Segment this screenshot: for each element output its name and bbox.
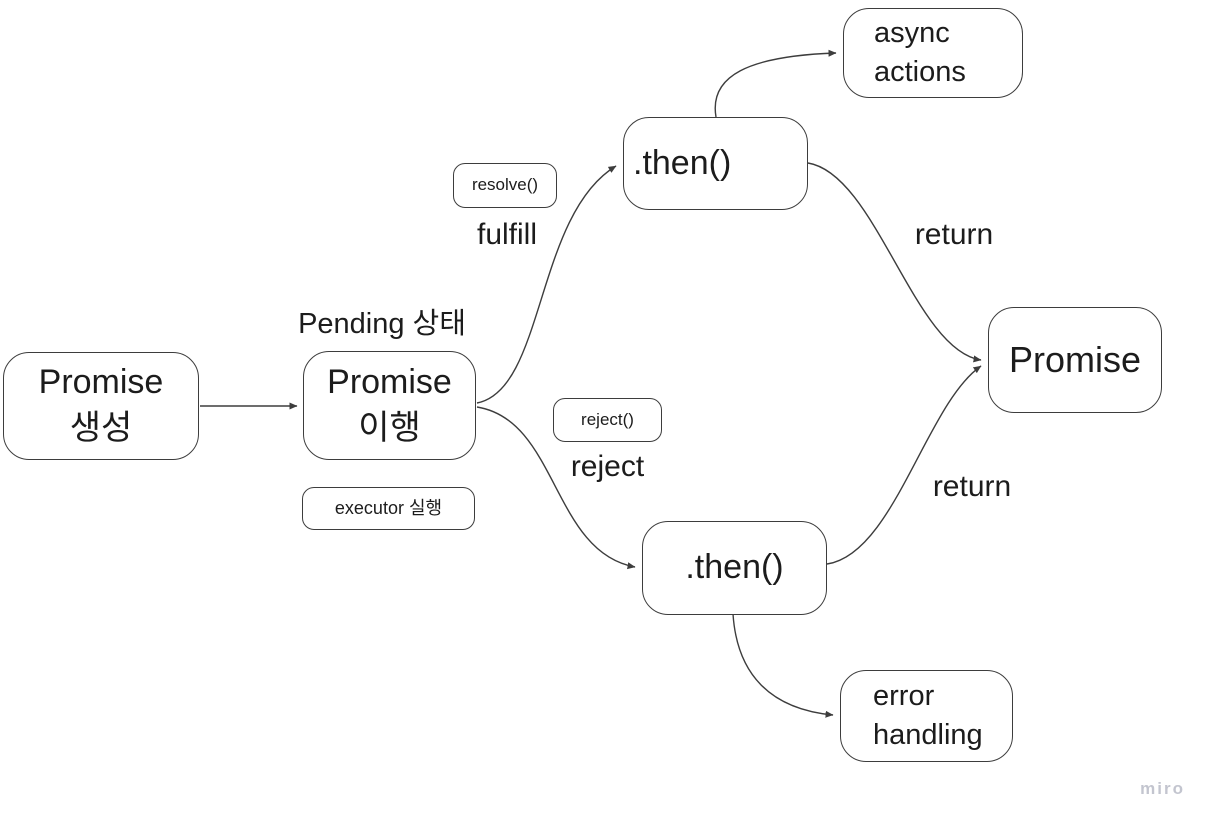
node-promise-create-line2: 생성 <box>69 409 133 447</box>
label-return-top[interactable]: return <box>914 218 994 251</box>
node-reject-tag[interactable]: reject() <box>553 398 662 442</box>
connector-fulfill-to-then-bottom <box>476 406 636 570</box>
miro-watermark: miro <box>1140 779 1185 798</box>
node-async-actions-line1: async <box>874 17 950 50</box>
node-promise-fulfill-line1: Promise <box>327 362 452 401</box>
node-resolve-tag[interactable]: resolve() <box>453 163 557 208</box>
node-executor-tag[interactable]: executor 실행 <box>302 487 475 530</box>
node-then-bottom-label: .then() <box>685 548 784 587</box>
label-return-bottom[interactable]: return <box>932 470 1012 503</box>
node-reject-tag-label: reject() <box>581 409 634 429</box>
node-error-handling[interactable]: error handling <box>840 670 1013 762</box>
connector-fulfill-to-then-top <box>476 165 617 404</box>
node-then-top-label: .then() <box>633 143 732 182</box>
node-async-actions[interactable]: async actions <box>843 8 1023 98</box>
node-promise-result-label: Promise <box>1008 338 1142 380</box>
node-promise-result[interactable]: Promise <box>988 307 1162 413</box>
node-async-actions-line2: actions <box>874 56 966 88</box>
node-promise-fulfill[interactable]: Promise 이행 <box>303 351 476 460</box>
node-promise-create[interactable]: Promise 생성 <box>3 352 199 460</box>
node-executor-tag-label: executor 실행 <box>334 497 443 518</box>
connector-then-top-to-promise <box>807 162 982 363</box>
connector-then-top-to-async-actions <box>714 49 837 118</box>
node-error-handling-line1: error <box>873 680 935 713</box>
label-pending-state[interactable]: Pending 상태 <box>298 308 466 340</box>
connector-then-bottom-to-error-handling <box>732 613 834 718</box>
node-promise-fulfill-line2: 이행 <box>358 408 421 447</box>
connector-then-bottom-to-promise <box>826 365 982 565</box>
label-reject[interactable]: reject <box>570 450 645 483</box>
node-resolve-tag-label: resolve() <box>471 175 539 195</box>
node-error-handling-line2: handling <box>873 719 983 751</box>
node-promise-create-line1: Promise <box>38 363 164 402</box>
node-then-bottom[interactable]: .then() <box>642 521 827 615</box>
node-then-top[interactable]: .then() <box>623 117 808 210</box>
label-fulfill[interactable]: fulfill <box>476 218 537 251</box>
